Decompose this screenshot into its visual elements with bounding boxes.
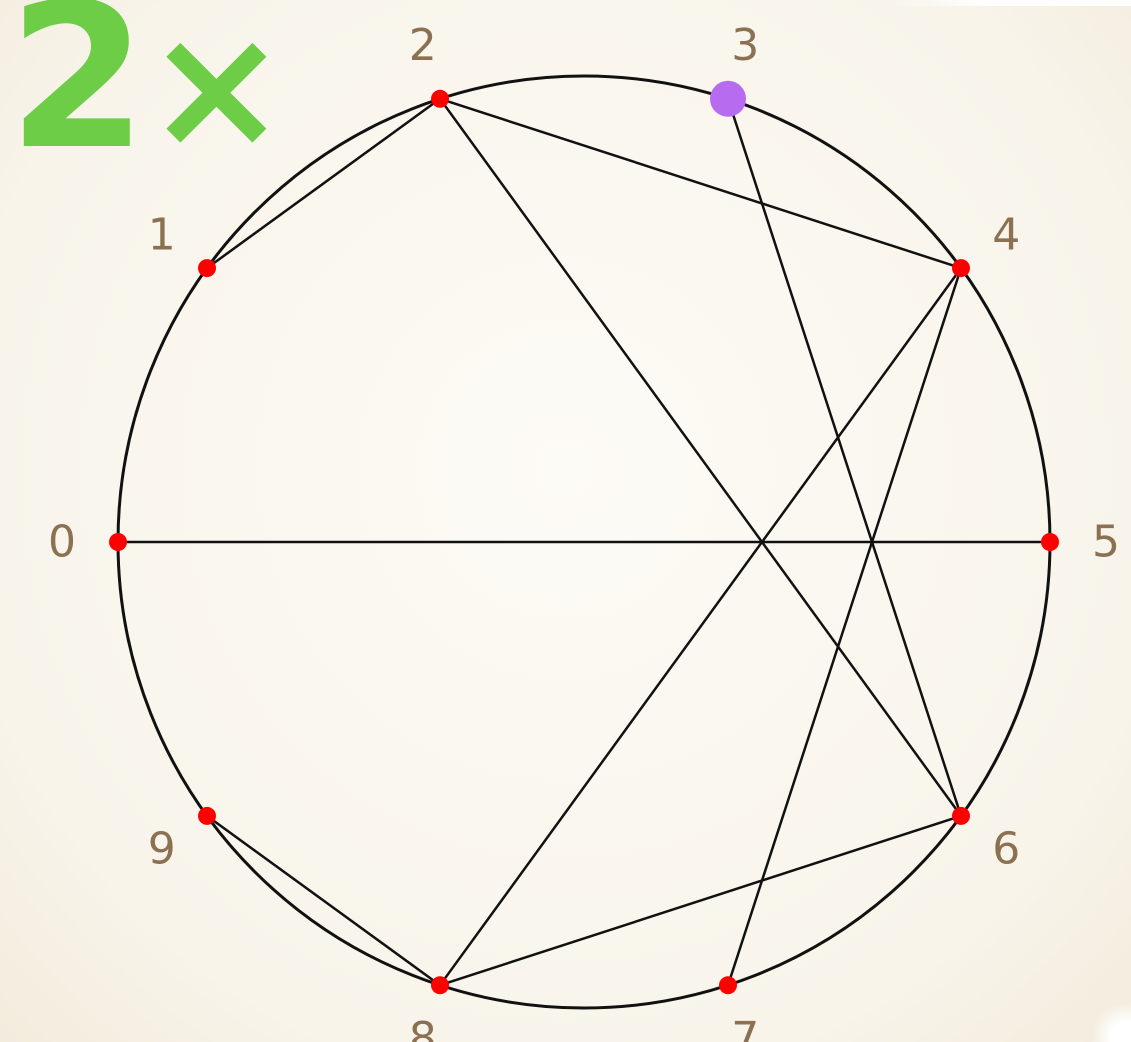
corner-glare-top: [891, 0, 1131, 6]
chord-2-4: [439, 97, 962, 270]
multiplier-symbol: ×: [145, 0, 287, 187]
multiplier-value: 2: [8, 0, 147, 194]
node-label-4: 4: [992, 210, 1020, 261]
node-4: [952, 259, 970, 278]
chord-1-2: [206, 97, 441, 270]
label-group: 0 1 2 3 4 5 6 7 8 9: [48, 20, 1120, 1042]
multiplier-label: 2×: [8, 0, 288, 178]
node-0: [109, 533, 127, 551]
node-label-0: 0: [48, 517, 76, 568]
chord-8-9: [206, 814, 441, 987]
node-8: [431, 976, 449, 995]
node-label-2: 2: [409, 20, 437, 71]
chord-4-7: [726, 267, 963, 986]
node-label-1: 1: [148, 210, 176, 261]
chord-3-6: [726, 98, 963, 817]
node-1: [198, 259, 216, 278]
node-7: [719, 976, 737, 995]
node-label-7: 7: [731, 1013, 759, 1042]
node-5: [1041, 533, 1059, 551]
node-label-9: 9: [148, 823, 176, 874]
chord-6-8: [439, 814, 962, 987]
chord-4-8: [438, 267, 963, 986]
node-label-3: 3: [731, 20, 759, 71]
node-9: [198, 806, 216, 825]
node-3-highlighted: [710, 80, 746, 117]
chord-group: [118, 97, 1050, 987]
node-2: [431, 89, 449, 108]
node-label-8: 8: [409, 1013, 437, 1042]
node-label-6: 6: [992, 823, 1020, 874]
chord-2-6: [438, 98, 963, 817]
node-label-5: 5: [1092, 517, 1120, 568]
node-6: [952, 806, 970, 825]
node-group: [109, 80, 1059, 995]
